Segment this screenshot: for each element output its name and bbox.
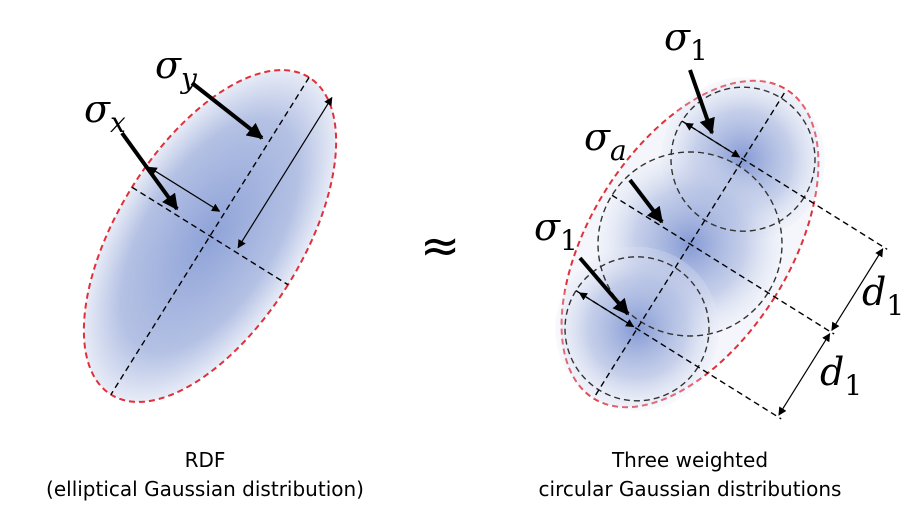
sigma-y-label: σy: [155, 43, 198, 95]
sigma-1-bottom-pointer-arrow: [578, 256, 630, 316]
sigma-1-top-pointer-arrow: [688, 69, 715, 135]
sigma-x-dimension-arrow: [148, 166, 221, 212]
sigma-a-label: σa: [584, 115, 627, 167]
sigma-1-bottom-dimension-arrow: [578, 292, 635, 328]
d1-upper-label: d1: [862, 270, 904, 322]
sigma-y-pointer-arrow: [190, 81, 264, 140]
sigma-1-bottom-label: σ1: [534, 205, 578, 257]
left-ellipse-group: [82, 69, 338, 403]
d1-lower-dimension-arrow: [778, 332, 831, 416]
right-ellipse-group: [555, 77, 888, 420]
sigma-x-label: σx: [84, 87, 126, 139]
right-caption-line1: Three weighted: [611, 448, 768, 472]
sigma-1-top-dimension-arrow: [684, 122, 741, 158]
sigma-1-top-label: σ1: [664, 15, 708, 67]
d1-lower-label: d1: [820, 350, 862, 402]
left-caption-line2: (elliptical Gaussian distribution): [46, 477, 364, 501]
left-caption-line1: RDF: [185, 448, 226, 472]
sigma-a-pointer-arrow: [628, 178, 664, 224]
sigma-x-pointer-arrow: [120, 131, 179, 211]
approx-symbol: ≈: [420, 218, 460, 274]
sigma-y-dimension-arrow: [237, 96, 333, 249]
right-caption-line2: circular Gaussian distributions: [539, 477, 842, 501]
d1-upper-dimension-arrow: [831, 248, 884, 331]
